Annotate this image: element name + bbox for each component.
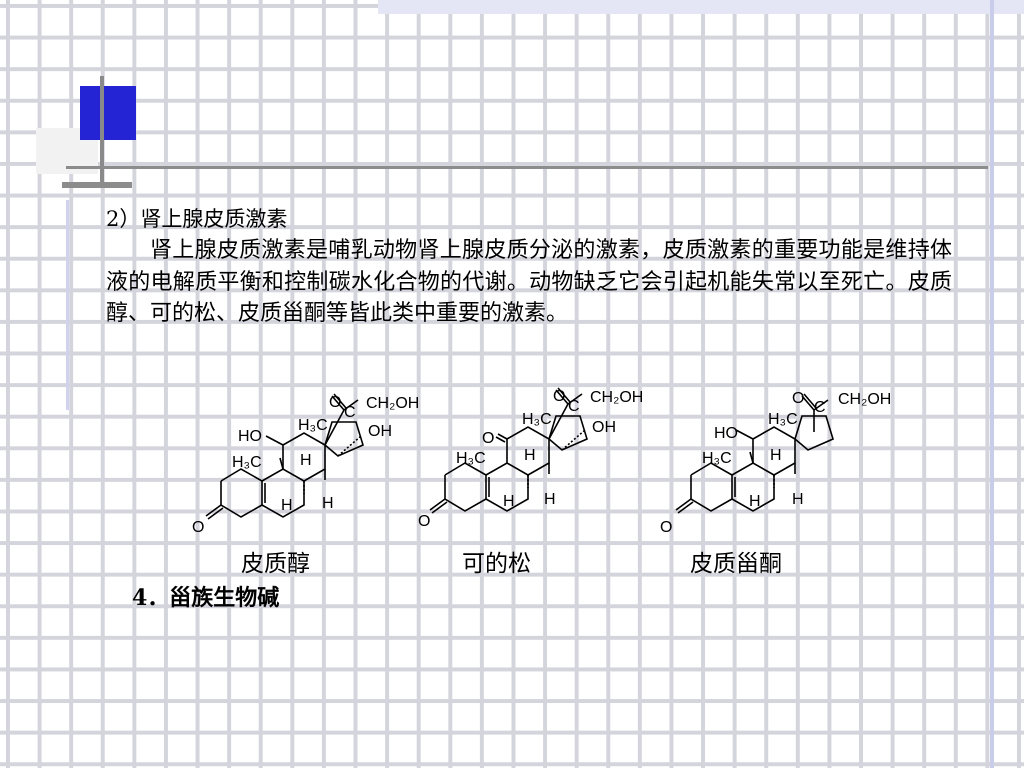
cortisone-h9: H xyxy=(503,493,515,510)
cortisone-ch2oh: CH₂OH xyxy=(590,389,643,406)
decor-title-rule xyxy=(66,166,988,169)
cortisone-h8: H xyxy=(524,447,536,464)
cortisol-name: 皮质醇 xyxy=(241,551,310,577)
cortisol-h14: H xyxy=(322,495,334,512)
corticosterone-ch2oh: CH₂OH xyxy=(838,391,891,408)
corticosterone-h8: H xyxy=(770,447,782,464)
cortisol-ketone-o: O xyxy=(329,394,341,411)
corticosterone-h3c-top: H₃C xyxy=(768,411,798,428)
cortisone-enone-o: O xyxy=(418,513,430,530)
cortisol-h3c-top: H₃C xyxy=(298,417,328,434)
corticosterone-h9: H xyxy=(749,493,761,510)
cortisone-oh: OH xyxy=(592,419,616,436)
corticosterone-ketone-o: O xyxy=(792,390,804,407)
cortisol-h9: H xyxy=(281,497,293,514)
cortisone-structure: O C CH₂OH H₃C OH O H₃C H H H O xyxy=(418,387,643,530)
corticosterone-h14: H xyxy=(792,491,804,508)
corticosterone-ho: HO xyxy=(714,425,738,442)
next-section-heading: 4．甾族生物碱 xyxy=(132,585,280,611)
corticosterone-enone-o: O xyxy=(660,519,672,536)
cortisol-enone-o: O xyxy=(192,519,204,536)
cortisone-h3c-left: H₃C xyxy=(456,450,486,467)
cortisone-c20: C xyxy=(568,398,580,415)
cortisone-bonds xyxy=(429,387,588,514)
section-paragraph: 肾上腺皮质激素是哺乳动物肾上腺皮质分泌的激素，皮质激素的重要功能是维持体液的电解… xyxy=(106,238,952,326)
cortisone-ketone-o: O xyxy=(553,388,565,405)
cortisol-h8: H xyxy=(300,452,312,469)
decor-short-rule xyxy=(62,182,132,188)
corticosterone-bonds xyxy=(675,393,834,514)
right-decor-line xyxy=(990,0,994,768)
left-decor-line xyxy=(66,200,69,410)
corticosterone-c20: C xyxy=(814,399,826,416)
corticosterone-h3c-left: H₃C xyxy=(702,450,732,467)
cortisol-c20: C xyxy=(344,404,356,421)
cortisone-name: 可的松 xyxy=(462,551,531,577)
cortisol-ho: HO xyxy=(238,428,262,445)
decor-vertical-bar xyxy=(100,76,104,188)
cortisol-structure: O C CH₂OH H₃C OH HO H₃C H H H O xyxy=(192,393,419,536)
slide-body: 2）肾上腺皮质激素 肾上腺皮质激素是哺乳动物肾上腺皮质分泌的激素，皮质激素的重要… xyxy=(106,200,956,330)
cortisone-h14: H xyxy=(544,491,556,508)
cortisol-ch2oh: CH₂OH xyxy=(366,395,419,412)
top-decor-band xyxy=(378,0,1024,14)
cortisol-oh: OH xyxy=(368,423,392,440)
corticosterone-structure: O C CH₂OH H₃C HO H₃C H H H O xyxy=(660,390,891,536)
section-heading: 2）肾上腺皮质激素 xyxy=(106,207,288,231)
decor-blue-square xyxy=(80,86,136,140)
cortisone-h3c-top: H₃C xyxy=(522,411,552,428)
corticosterone-name: 皮质甾酮 xyxy=(690,551,782,577)
cortisol-h3c-left: H₃C xyxy=(232,454,262,471)
cortisone-c11-o: O xyxy=(482,430,494,447)
cortisol-bonds xyxy=(205,393,364,520)
